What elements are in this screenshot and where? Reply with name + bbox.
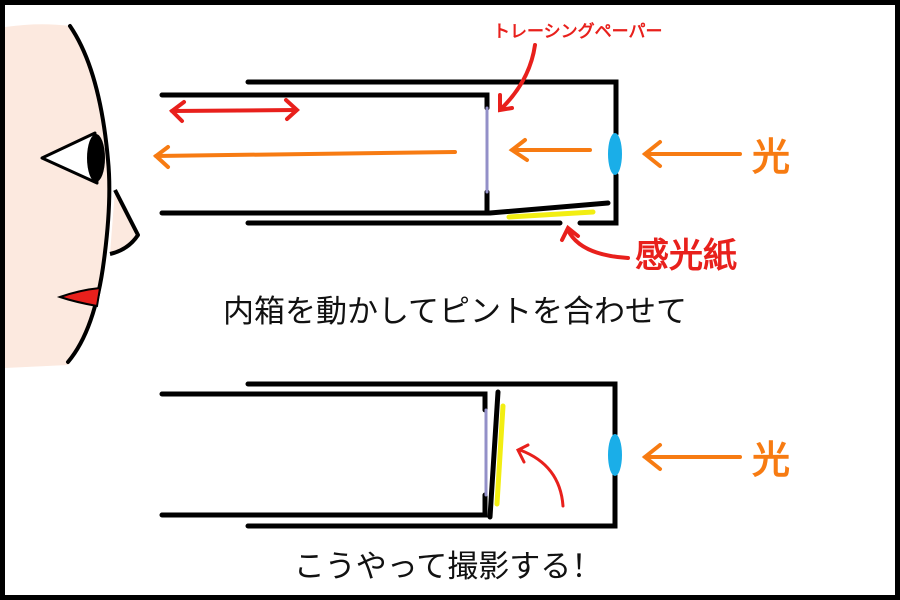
inner-box — [159, 391, 488, 518]
pupil — [87, 134, 105, 182]
outer-box — [245, 381, 618, 529]
camera-focusing — [152, 43, 742, 260]
label-light-top: 光 — [752, 135, 790, 179]
light-arrow-icon — [641, 443, 742, 471]
label-photo-paper: 感光紙 — [635, 236, 737, 276]
caption-shoot: こうやって撮影する！ — [294, 549, 602, 585]
photo-paper — [494, 403, 506, 507]
light-path-arrow-icon — [152, 138, 742, 169]
camera-shooting — [159, 381, 742, 529]
inner-box — [159, 92, 490, 216]
pointer-arrow-icon — [498, 43, 630, 260]
mouth — [56, 286, 102, 308]
move-arrow-icon — [168, 98, 300, 123]
lens — [608, 133, 622, 175]
nose — [109, 189, 140, 256]
outer-box — [245, 79, 619, 226]
flip-arrow-icon — [515, 443, 565, 508]
lens — [608, 434, 622, 476]
label-tracing-paper: トレーシングペーパー — [493, 21, 663, 42]
flap — [487, 389, 501, 520]
face — [5, 24, 140, 368]
flap — [487, 200, 611, 216]
panel-background — [5, 5, 895, 595]
caption-focus: 内箱を動かしてピントを合わせて — [223, 294, 687, 330]
photo-paper — [506, 209, 596, 220]
label-light-bottom: 光 — [752, 438, 790, 482]
